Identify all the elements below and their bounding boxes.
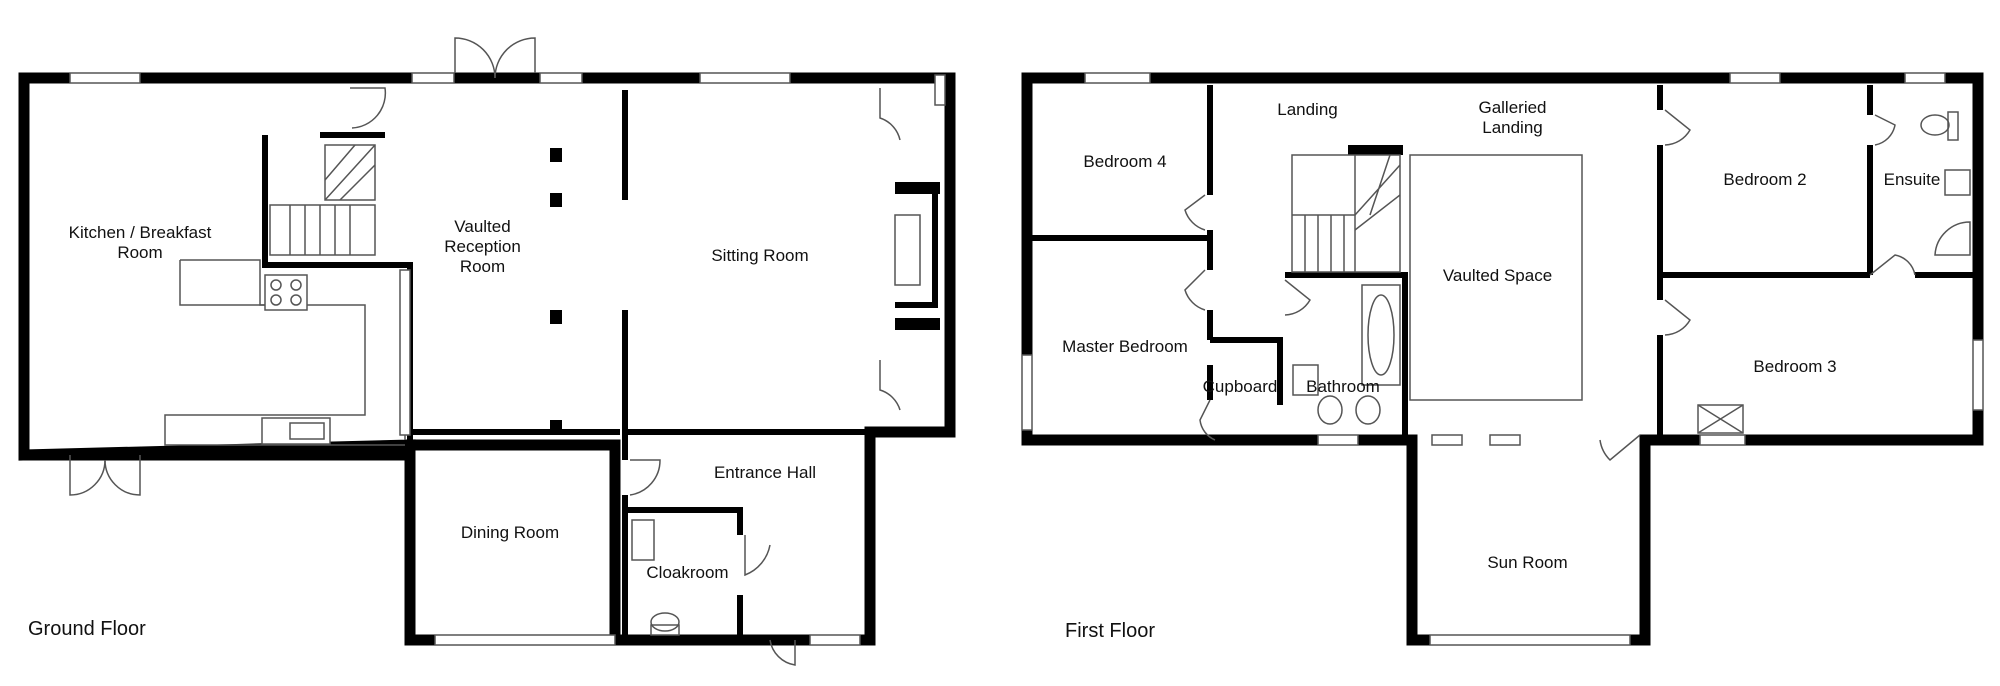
room-label-cupboard: Cupboard <box>1202 377 1278 396</box>
hob <box>264 274 308 311</box>
room-label-landing: Landing <box>1277 100 1338 119</box>
ground-floor-plan <box>18 37 956 666</box>
kitchen-sink <box>261 417 331 445</box>
room-label-vaulted-reception: Vaulted Reception Room <box>444 217 521 276</box>
room-label-entrance-hall: Entrance Hall <box>713 463 817 482</box>
room-label-vaulted-space: Vaulted Space <box>1442 266 1553 285</box>
room-label-sun-room: Sun Room <box>1487 553 1568 572</box>
room-label-bedroom-4: Bedroom 4 <box>1083 152 1167 171</box>
kitchen-counter <box>164 259 405 446</box>
room-label-bedroom-2: Bedroom 2 <box>1723 170 1807 189</box>
first-floor-plan <box>1021 72 1984 646</box>
room-label-sitting-room: Sitting Room <box>711 246 809 265</box>
room-label-master-bedroom: Master Bedroom <box>1062 337 1188 356</box>
room-label-bathroom: Bathroom <box>1306 377 1380 396</box>
room-label-kitchen: Kitchen / Breakfast Room <box>68 223 212 262</box>
room-label-ensuite: Ensuite <box>1883 170 1941 189</box>
room-label-galleried-landing: Galleried Landing <box>1478 98 1547 137</box>
first-floor-title: First Floor <box>1065 620 1155 642</box>
room-label-cloakroom: Cloakroom <box>646 563 729 582</box>
ground-floor-title: Ground Floor <box>28 618 146 640</box>
room-label-dining-room: Dining Room <box>460 523 560 542</box>
room-label-bedroom-3: Bedroom 3 <box>1753 357 1837 376</box>
first-exterior-wall <box>1021 72 1984 646</box>
ground-exterior-wall <box>18 72 956 646</box>
